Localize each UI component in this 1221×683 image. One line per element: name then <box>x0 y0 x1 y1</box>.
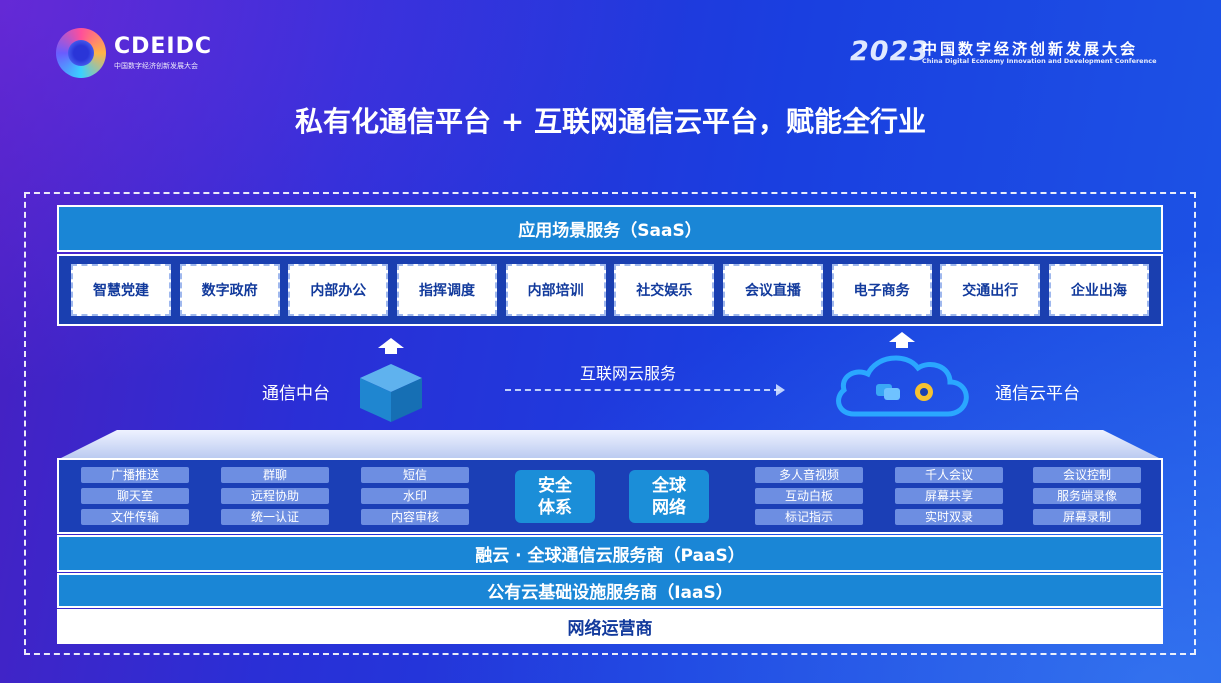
service-chip: 统一认证 <box>221 509 329 525</box>
up-arrow-icon <box>377 338 405 354</box>
saas-item: 数字政府 <box>179 264 280 316</box>
service-chip: 屏幕共享 <box>895 488 1003 504</box>
service-chip: 群聊 <box>221 467 329 483</box>
platform-top-surface <box>57 430 1163 460</box>
iaas-layer: 公有云基础设施服务商（IaaS） <box>57 573 1163 608</box>
service-chip: 多人音视频 <box>755 467 863 483</box>
saas-item: 内部培训 <box>505 264 606 316</box>
brand-name: CDEIDC <box>114 34 213 59</box>
architecture-frame <box>24 192 1196 655</box>
service-chip: 文件传输 <box>81 509 189 525</box>
service-chip: 内容审核 <box>361 509 469 525</box>
service-chip: 服务端录像 <box>1033 488 1141 504</box>
service-chip: 水印 <box>361 488 469 504</box>
security-system-block: 安全 体系 <box>515 470 595 523</box>
saas-item: 智慧党建 <box>71 264 171 316</box>
global-network-block: 全球 网络 <box>629 470 709 523</box>
dashed-connector <box>505 389 780 391</box>
cloud-platform-label: 通信云平台 <box>995 384 1080 404</box>
saas-items: 智慧党建 数字政府 内部办公 指挥调度 内部培训 社交娱乐 会议直播 电子商务 … <box>57 254 1163 326</box>
cube-icon <box>360 364 422 422</box>
service-chip: 标记指示 <box>755 509 863 525</box>
paas-services-panel: 广播推送 聊天室 文件传输 群聊 远程协助 统一认证 短信 水印 内容审核 安全… <box>57 458 1163 534</box>
service-chip: 聊天室 <box>81 488 189 504</box>
service-chip: 广播推送 <box>81 467 189 483</box>
service-chip: 实时双录 <box>895 509 1003 525</box>
paas-layer: 融云 · 全球通信云服务商（PaaS） <box>57 535 1163 572</box>
saas-item: 内部办公 <box>288 264 389 316</box>
service-chip: 短信 <box>361 467 469 483</box>
service-chip: 会议控制 <box>1033 467 1141 483</box>
arrow-right-icon <box>776 384 785 396</box>
saas-item: 企业出海 <box>1048 264 1149 316</box>
saas-item: 交通出行 <box>940 264 1041 316</box>
service-chip: 千人会议 <box>895 467 1003 483</box>
service-chip: 互动白板 <box>755 488 863 504</box>
service-chip: 屏幕录制 <box>1033 509 1141 525</box>
service-chip: 远程协助 <box>221 488 329 504</box>
saas-item: 会议直播 <box>722 264 823 316</box>
saas-header: 应用场景服务（SaaS） <box>57 205 1163 252</box>
conference-year: 2023 <box>850 36 930 67</box>
conference-name-en: China Digital Economy Innovation and Dev… <box>922 57 1157 65</box>
middle-platform-label: 通信中台 <box>262 384 330 404</box>
conference-name-cn: 中国数字经济创新发展大会 <box>922 40 1139 58</box>
brand-subtitle: 中国数字经济创新发展大会 <box>114 62 198 70</box>
cloud-icon <box>836 355 969 417</box>
saas-item: 社交娱乐 <box>614 264 715 316</box>
conference-logo-icon <box>56 28 106 78</box>
slide-title: 私有化通信平台 + 互联网通信云平台，赋能全行业 <box>295 105 926 138</box>
saas-item: 指挥调度 <box>396 264 497 316</box>
up-arrow-icon <box>888 332 916 348</box>
saas-item: 电子商务 <box>831 264 932 316</box>
network-operator-layer: 网络运营商 <box>57 609 1163 644</box>
internet-cloud-service-label: 互联网云服务 <box>580 364 677 383</box>
